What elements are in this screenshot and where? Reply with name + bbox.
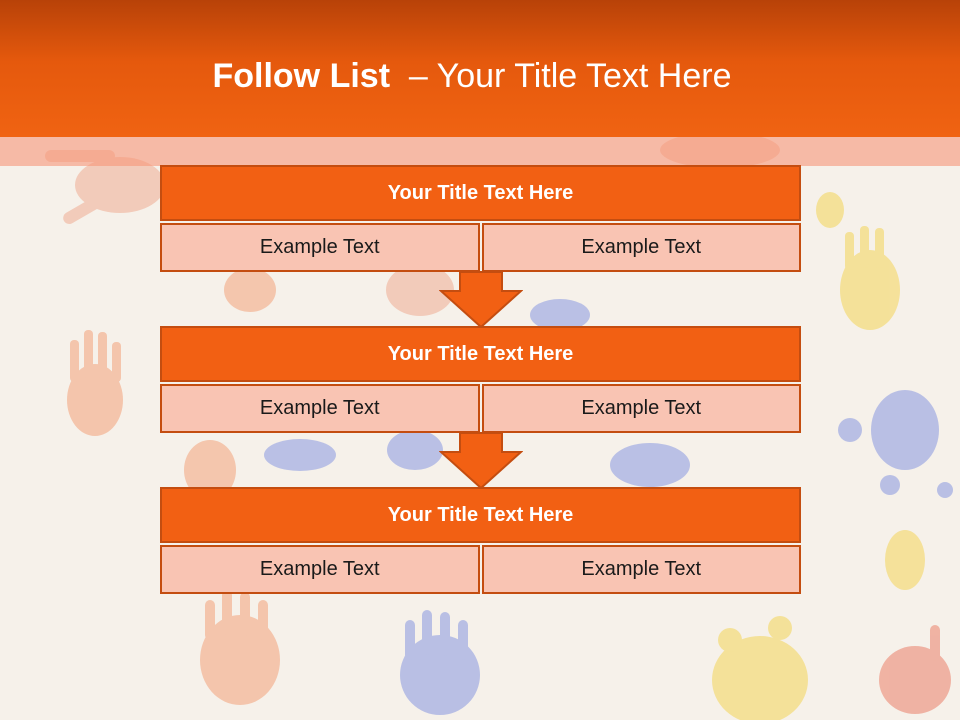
handprint-red-right bbox=[879, 625, 951, 714]
block-title: Your Title Text Here bbox=[160, 326, 801, 382]
handprint-blue bbox=[264, 299, 953, 715]
handprint-yellow bbox=[712, 192, 925, 720]
block-cell-right: Example Text bbox=[481, 545, 801, 594]
block-row: Example Text Example Text bbox=[160, 223, 801, 272]
down-arrow-icon bbox=[439, 432, 523, 490]
block-cell-left: Example Text bbox=[160, 545, 480, 594]
block-title: Your Title Text Here bbox=[160, 487, 801, 543]
block-cell-right: Example Text bbox=[481, 223, 801, 272]
down-arrow-icon bbox=[439, 271, 523, 329]
title-bar bbox=[0, 0, 960, 137]
block-title: Your Title Text Here bbox=[160, 165, 801, 221]
slide-title-subtitle: – Your Title Text Here bbox=[390, 57, 732, 95]
list-block-2: Your Title Text Here Example Text Exampl… bbox=[160, 326, 801, 433]
slide-title-main: Follow List bbox=[212, 57, 391, 95]
block-cell-left: Example Text bbox=[160, 384, 480, 433]
block-cell-right: Example Text bbox=[481, 384, 801, 433]
slide-title: Follow List – Your Title Text Here bbox=[0, 52, 944, 100]
block-row: Example Text Example Text bbox=[160, 545, 801, 594]
block-cell-left: Example Text bbox=[160, 223, 480, 272]
handprint-orange-left bbox=[67, 268, 280, 705]
block-row: Example Text Example Text bbox=[160, 384, 801, 433]
list-block-3: Your Title Text Here Example Text Exampl… bbox=[160, 487, 801, 594]
list-block-1: Your Title Text Here Example Text Exampl… bbox=[160, 165, 801, 272]
header-accent-band bbox=[0, 137, 960, 166]
